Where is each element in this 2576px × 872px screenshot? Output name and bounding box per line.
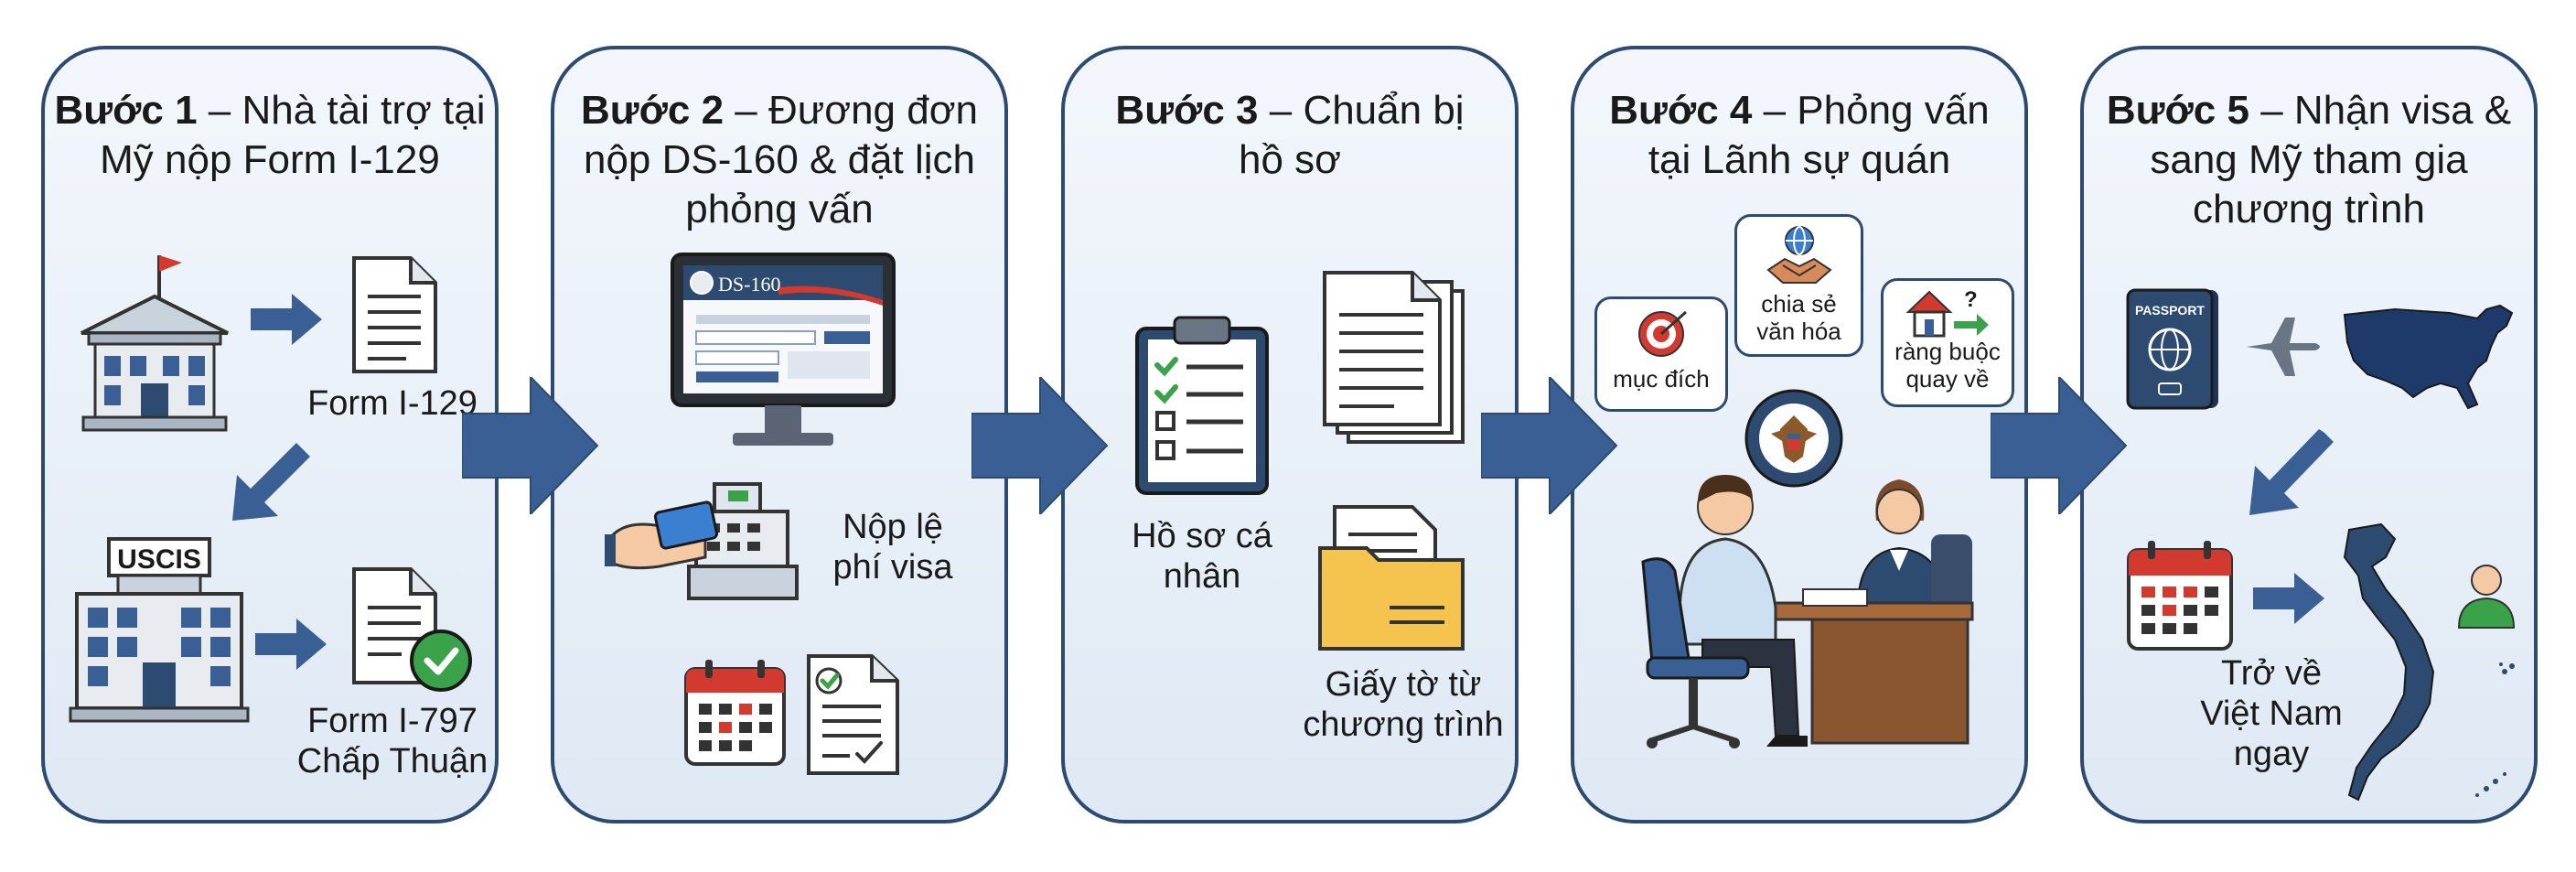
appointment-document-icon bbox=[807, 654, 899, 775]
step-1-panel: Bước 1 – Nhà tài trợ tại Mỹ nộp Form I-1… bbox=[41, 46, 499, 824]
usa-map-icon bbox=[2343, 304, 2514, 410]
house-question-icon: ? bbox=[1905, 287, 1989, 338]
return-vietnam-label: Trở về Việt Nam ngay bbox=[2200, 654, 2343, 773]
card-payment-register-icon bbox=[605, 482, 799, 600]
approved-document-icon bbox=[352, 567, 472, 692]
form-i129-document-icon bbox=[352, 256, 437, 373]
step-3-panel: Bước 3 – Chuẩn bị hồ sơ Hồ sơ cá nhân bbox=[1061, 46, 1519, 824]
folder-icon bbox=[1318, 505, 1465, 651]
target-icon bbox=[1638, 310, 1687, 357]
arrow-right-icon bbox=[251, 294, 322, 345]
government-building-icon bbox=[80, 255, 229, 432]
step-4-title: Bước 4 – Phỏng vấn tại Lãnh sự quán bbox=[1609, 88, 1990, 182]
flow-arrow-3-to-4 bbox=[1481, 377, 1618, 514]
step-2-panel: Bước 2 – Đương đơn nộp DS-160 & đặt lịch… bbox=[551, 46, 1008, 824]
uscis-building-icon: USCIS bbox=[69, 537, 250, 723]
step-5-panel: Bước 5 – Nhận visa & sang Mỹ tham gia ch… bbox=[2080, 46, 2538, 824]
passport-icon: PASSPORT bbox=[2126, 288, 2218, 410]
step-4-panel: Bước 4 – Phỏng vấn tại Lãnh sự quán mục … bbox=[1571, 46, 2028, 824]
step-2-text: Đương đơn nộp DS-160 & đặt lịch phỏng vấ… bbox=[583, 88, 979, 231]
form-i797-label: Form I-797 Chấp Thuận bbox=[296, 702, 488, 780]
passport-cover-text: PASSPORT bbox=[2135, 303, 2205, 318]
flow-arrow-1-to-2 bbox=[462, 377, 599, 514]
document-stack-icon bbox=[1323, 271, 1465, 444]
consulate-seal-icon bbox=[1744, 389, 1843, 488]
cultural-exchange-label: chia sẻ văn hóa bbox=[1756, 290, 1841, 345]
airplane-icon bbox=[2247, 318, 2320, 376]
arrow-down-left-icon bbox=[232, 443, 310, 521]
ds160-screen-text: DS-160 bbox=[718, 273, 780, 296]
islands-dots-icon bbox=[2475, 662, 2515, 797]
step-1-text: Nhà tài trợ tại Mỹ nộp Form I-129 bbox=[100, 88, 486, 182]
vietnam-map-icon bbox=[2343, 522, 2435, 802]
computer-monitor-icon: DS-160 bbox=[671, 253, 896, 446]
step-5-text: Nhận visa & sang Mỹ tham gia chương trìn… bbox=[2150, 88, 2512, 231]
purpose-bubble: mục đích bbox=[1594, 296, 1728, 412]
clipboard-checklist-icon bbox=[1135, 316, 1269, 495]
checkmark-badge-icon bbox=[410, 630, 472, 692]
program-documents-label: Giấy tờ từ chương trình bbox=[1303, 665, 1504, 744]
step-1-title: Bước 1 – Nhà tài trợ tại Mỹ nộp Form I-1… bbox=[54, 88, 486, 182]
person-icon bbox=[2457, 565, 2516, 629]
flow-arrow-2-to-3 bbox=[971, 377, 1109, 514]
uscis-sign-text: USCIS bbox=[117, 544, 201, 575]
svg-text:?: ? bbox=[1964, 287, 1978, 312]
step-5-number: Bước 5 bbox=[2106, 88, 2249, 133]
calendar-icon bbox=[684, 660, 786, 766]
form-i129-label: Form I-129 bbox=[307, 384, 478, 423]
calendar-icon bbox=[2127, 541, 2233, 651]
arrow-right-icon bbox=[255, 619, 327, 670]
step-4-text: Phỏng vấn tại Lãnh sự quán bbox=[1648, 88, 1990, 182]
arrow-down-left-icon bbox=[2249, 429, 2334, 515]
home-ties-bubble: ? ràng buộc quay về bbox=[1881, 278, 2014, 407]
interview-scene-icon bbox=[1641, 475, 1974, 748]
step-5-title: Bước 5 – Nhận visa & sang Mỹ tham gia ch… bbox=[2106, 88, 2512, 231]
cultural-exchange-bubble: chia sẻ văn hóa bbox=[1734, 214, 1863, 357]
step-3-number: Bước 3 bbox=[1115, 88, 1259, 133]
step-4-number: Bước 4 bbox=[1609, 88, 1753, 133]
step-2-title: Bước 2 – Đương đơn nộp DS-160 & đặt lịch… bbox=[580, 88, 979, 231]
step-3-title: Bước 3 – Chuẩn bị hồ sơ bbox=[1115, 88, 1465, 182]
step-2-number: Bước 2 bbox=[580, 88, 724, 133]
step-3-text: Chuẩn bị hồ sơ bbox=[1238, 88, 1465, 182]
visa-fee-label: Nộp lệ phí visa bbox=[832, 508, 953, 587]
arrow-right-icon bbox=[2253, 573, 2324, 624]
handshake-globe-icon bbox=[1766, 226, 1832, 284]
personal-documents-label: Hồ sơ cá nhân bbox=[1132, 517, 1272, 596]
step-1-number: Bước 1 bbox=[54, 88, 198, 133]
flow-arrow-4-to-5 bbox=[1991, 377, 2128, 514]
home-ties-label: ràng buộc quay về bbox=[1894, 338, 2001, 393]
purpose-label: mục đích bbox=[1613, 365, 1710, 393]
